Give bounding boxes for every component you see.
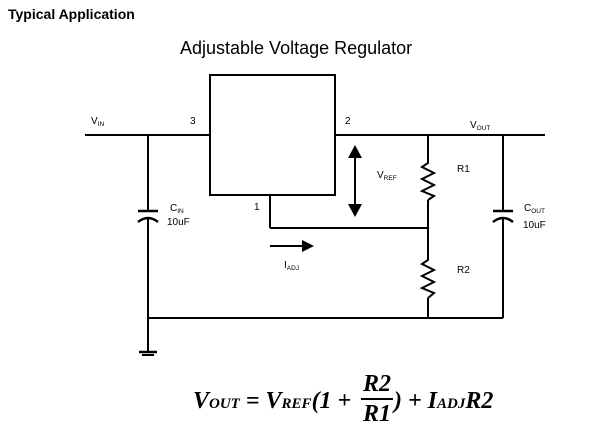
capacitor-cin-plate-bottom: [137, 216, 159, 224]
r2-label: R2: [457, 265, 470, 276]
formula-open: (1 +: [311, 388, 352, 414]
r1-label: R1: [457, 164, 470, 175]
formula-fraction-bar: [361, 398, 393, 400]
cin-label: CIN: [170, 203, 184, 215]
formula-r2: R2: [465, 388, 494, 414]
cout-label: COUT: [524, 203, 545, 215]
formula-iadj: I: [427, 388, 438, 414]
formula-left: VOUT = VREF(1 +: [193, 388, 351, 415]
output-voltage-formula: VOUT = VREF(1 + R2 R1 ) + IADJR2: [193, 368, 523, 432]
vref-arrow-head-down: [348, 204, 362, 217]
vout-label: VOUT: [470, 120, 490, 132]
pin2-label: 2: [345, 116, 351, 127]
formula-right: ) + IADJR2: [394, 388, 493, 415]
formula-iadj-sub: ADJ: [437, 396, 466, 412]
formula-vout: V: [193, 388, 210, 414]
formula-numerator: R2: [362, 371, 391, 397]
formula-denominator: R1: [362, 401, 391, 427]
cin-value: 10uF: [167, 217, 190, 228]
vin-label: VIN: [91, 116, 104, 128]
diagram-title: Adjustable Voltage Regulator: [180, 38, 413, 58]
formula-fraction: R2 R1: [361, 370, 393, 428]
resistor-r2: [419, 255, 437, 299]
iadj-arrow-head: [302, 240, 314, 252]
pin3-label: 3: [190, 116, 196, 127]
formula-vout-sub: OUT: [209, 396, 240, 412]
section-title: Typical Application: [8, 6, 135, 22]
vref-label: VREF: [377, 170, 397, 182]
resistor-r1: [419, 158, 437, 201]
formula-close: ) +: [394, 388, 428, 414]
regulator-ic-box: [209, 74, 336, 196]
iadj-label: IADJ: [284, 260, 299, 272]
formula-equals: =: [239, 388, 266, 414]
pin1-label: 1: [254, 202, 260, 213]
formula-vref-sub: REF: [281, 396, 312, 412]
formula-vref: V: [265, 388, 282, 414]
vref-arrow-head-up: [348, 145, 362, 158]
capacitor-cout-plate-bottom: [492, 216, 514, 224]
cout-value: 10uF: [523, 220, 546, 231]
